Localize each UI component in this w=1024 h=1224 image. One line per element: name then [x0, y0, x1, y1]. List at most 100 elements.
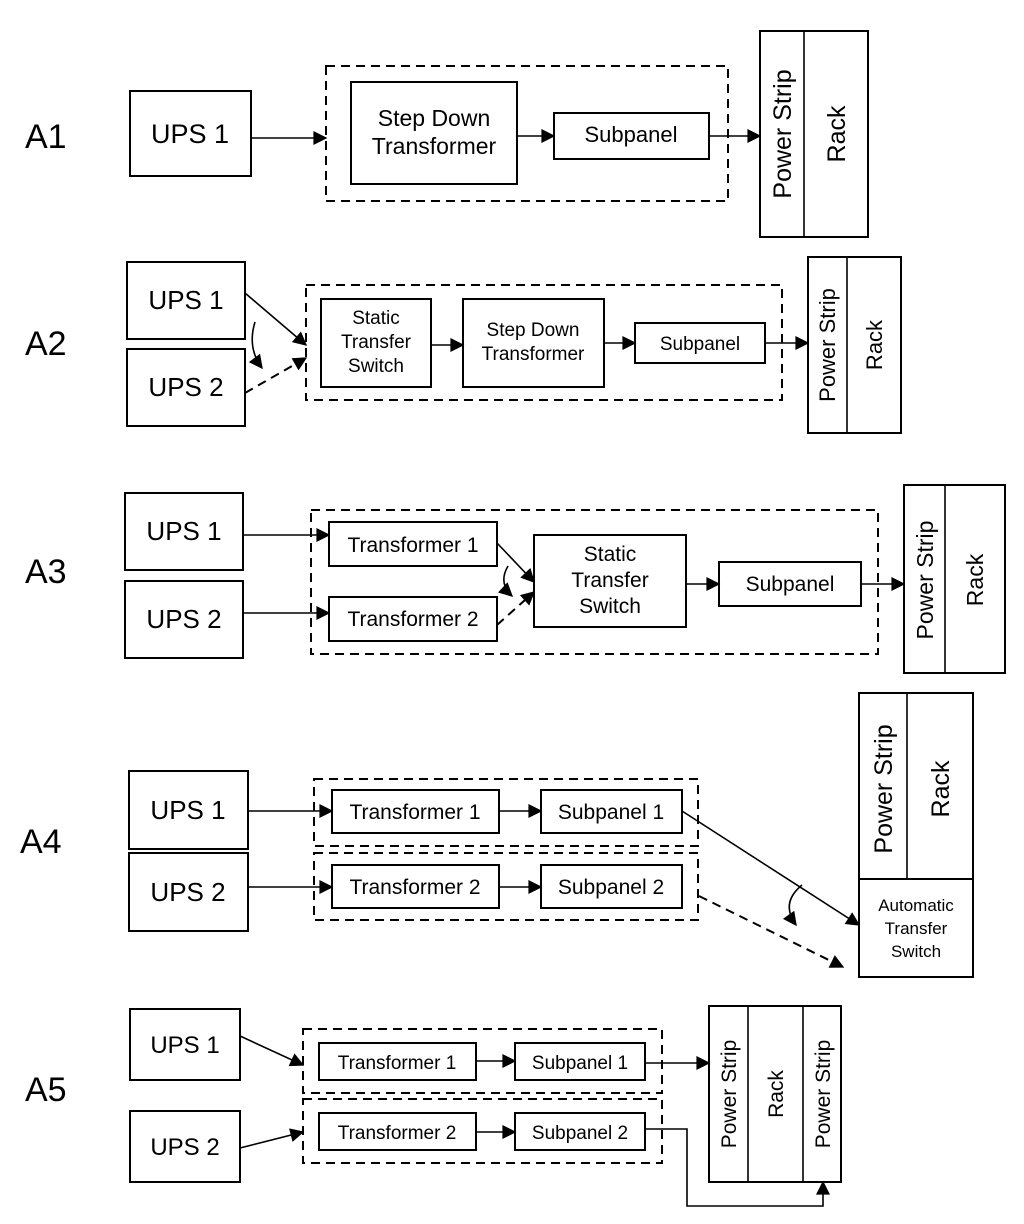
transfer-arc — [248, 321, 263, 370]
connector — [496, 542, 535, 584]
ups-2-box: UPS 2 — [124, 580, 244, 659]
ups-2-box: UPS 2 — [128, 852, 249, 932]
transfer-arc — [498, 565, 514, 597]
connector — [244, 292, 308, 346]
sts-label-line-2: Transfer — [571, 569, 648, 592]
connector — [239, 1035, 305, 1067]
transformer-1-label: Transformer 1 — [338, 1053, 457, 1074]
power-strip-rack-power-strip: Power Strip Rack Power Strip — [708, 1005, 842, 1183]
row-a1: A1 UPS 1 Step Down Transformer Subpanel … — [25, 30, 869, 238]
ats-box: Automatic Transfer Switch — [858, 878, 974, 978]
rack-label: Rack — [765, 1070, 788, 1118]
transformer-2-box: Transformer 2 — [331, 864, 500, 909]
ups-2-label: UPS 2 — [146, 604, 221, 634]
power-strip-rack: Power Strip Rack — [858, 692, 974, 880]
subpanel-label: Subpanel — [746, 573, 835, 596]
row-a2: A2 UPS 1 UPS 2 Static Transfer Switch St… — [25, 256, 902, 434]
sts-label-line-2: Transfer — [341, 332, 412, 353]
row-label-a4: A4 — [20, 823, 62, 861]
ups-1-label: UPS 1 — [151, 119, 229, 149]
subpanel-2-label: Subpanel 2 — [558, 876, 664, 899]
power-strip-2-label: Power Strip — [812, 1040, 835, 1149]
transformer-box: Step Down Transformer — [462, 298, 605, 388]
transformer-2-label: Transformer 2 — [347, 608, 478, 631]
subpanel-box: Subpanel — [718, 561, 862, 607]
row-label-a3: A3 — [25, 553, 67, 591]
transformer-label-line-2: Transformer — [372, 133, 497, 159]
rack-label: Rack — [927, 760, 955, 817]
transformer-1-label: Transformer 1 — [349, 801, 480, 824]
power-strip-label: Power Strip — [815, 288, 840, 402]
subpanel-1-box: Subpanel 1 — [540, 789, 683, 834]
ups-2-label: UPS 2 — [150, 1134, 219, 1161]
rack-label: Rack — [823, 105, 851, 162]
sts-label-line-3: Switch — [579, 595, 641, 618]
sts-label-line-3: Switch — [348, 356, 404, 377]
subpanel-1-label: Subpanel 1 — [532, 1053, 628, 1074]
ups-1-box: UPS 1 — [128, 770, 249, 850]
power-strip-rack: Power Strip Rack — [807, 256, 902, 434]
sts-box: Static Transfer Switch — [320, 298, 432, 388]
transformer-label-line-1: Step Down — [378, 105, 491, 131]
ups-1-label: UPS 1 — [148, 285, 223, 315]
ups-1-label: UPS 1 — [150, 1032, 219, 1059]
subpanel-1-box: Subpanel 1 — [514, 1042, 646, 1081]
subpanel-2-label: Subpanel 2 — [532, 1123, 628, 1144]
power-strip-label: Power Strip — [912, 521, 938, 640]
transformer-2-label: Transformer 2 — [338, 1123, 457, 1144]
power-strip-1-label: Power Strip — [718, 1040, 741, 1149]
ups-2-box: UPS 2 — [126, 348, 246, 427]
ups-1-box: UPS 1 — [129, 1008, 241, 1081]
subpanel-1-label: Subpanel 1 — [558, 801, 664, 824]
connector — [239, 1128, 305, 1149]
ats-label-line-2: Transfer — [885, 919, 948, 938]
transformer-label-line-1: Step Down — [487, 320, 580, 341]
rack-label: Rack — [862, 319, 887, 370]
subpanel-label: Subpanel — [660, 334, 740, 355]
ups-1-label: UPS 1 — [150, 795, 225, 825]
ats-label-line-1: Automatic — [878, 896, 954, 915]
power-strip-label: Power Strip — [870, 724, 898, 853]
row-a5: A5 UPS 1 UPS 2 Transformer 1 Subpanel 1 … — [25, 1005, 842, 1207]
row-a3: A3 UPS 1 UPS 2 Transformer 1 Transformer… — [25, 484, 1006, 674]
dashed-connector — [698, 895, 845, 968]
subpanel-2-box: Subpanel 2 — [514, 1112, 646, 1151]
sts-box: Static Transfer Switch — [533, 534, 687, 628]
ups-2-box: UPS 2 — [129, 1110, 241, 1183]
ats-label-line-3: Switch — [891, 942, 941, 961]
subpanel-box: Subpanel — [634, 322, 766, 364]
rack-label: Rack — [962, 553, 988, 606]
enclosure — [310, 509, 879, 655]
row-label-a2: A2 — [25, 325, 67, 363]
connector — [681, 810, 861, 926]
subpanel-label: Subpanel — [585, 122, 678, 147]
power-strip-rack: Power Strip Rack — [903, 484, 1006, 674]
ups-1-box: UPS 1 — [129, 90, 252, 177]
transformer-2-box: Transformer 2 — [328, 596, 498, 642]
ups-2-label: UPS 2 — [150, 877, 225, 907]
subpanel-box: Subpanel — [553, 112, 710, 160]
row-label-a1: A1 — [25, 118, 67, 156]
dashed-connector — [244, 357, 308, 394]
dashed-connector — [496, 591, 536, 626]
sts-label-line-1: Static — [584, 543, 637, 566]
power-strip-label: Power Strip — [769, 69, 797, 198]
row-label-a5: A5 — [25, 1071, 67, 1109]
transformer-1-label: Transformer 1 — [347, 534, 478, 557]
transformer-box: Step Down Transformer — [350, 81, 518, 185]
transformer-2-box: Transformer 2 — [318, 1112, 477, 1151]
ups-1-box: UPS 1 — [126, 261, 246, 340]
sts-label-line-1: Static — [352, 308, 400, 329]
power-strip-rack: Power Strip Rack — [759, 30, 869, 238]
transformer-1-box: Transformer 1 — [328, 521, 498, 567]
ups-1-box: UPS 1 — [124, 492, 244, 571]
transformer-1-box: Transformer 1 — [318, 1042, 477, 1081]
ups-2-label: UPS 2 — [148, 372, 223, 402]
transformer-label-line-2: Transformer — [482, 344, 585, 365]
ups-1-label: UPS 1 — [146, 516, 221, 546]
row-a4: A4 UPS 1 UPS 2 Transformer 1 Subpanel 1 … — [20, 692, 974, 978]
connector — [645, 1128, 830, 1207]
transfer-arc — [782, 884, 803, 927]
subpanel-2-box: Subpanel 2 — [540, 864, 683, 909]
